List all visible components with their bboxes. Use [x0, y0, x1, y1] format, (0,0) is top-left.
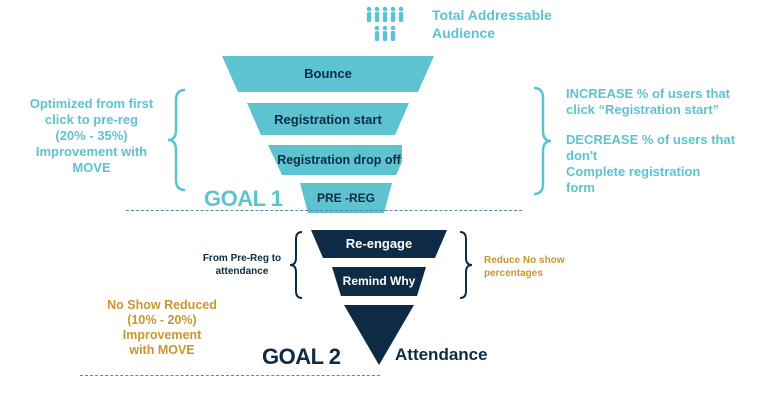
left-note-line: click to pre-reg: [44, 112, 139, 127]
mid-left-note: From Pre-Reg to attendance: [196, 252, 288, 278]
right-note: INCREASE % of users that click “Registra…: [566, 86, 756, 196]
funnel-stage-pre-reg: PRE -REG: [300, 183, 392, 213]
mid-right-note-line: percentages: [484, 268, 543, 279]
funnel-stage-registration-start: Registration start: [247, 103, 409, 135]
funnel-stage-remind-why: Remind Why: [332, 267, 426, 296]
funnel-stage-re-engage: Re-engage: [311, 230, 447, 258]
mid-left-note-line: attendance: [215, 266, 269, 277]
bottom-left-note-line: No Show Reduced: [107, 298, 217, 312]
right-note-line: INCREASE % of users that: [566, 86, 730, 101]
funnel-stage-label: Registration start: [274, 112, 382, 127]
mid-right-brace: [458, 230, 474, 300]
funnel-stage-label: Bounce: [304, 66, 352, 81]
left-brace: [165, 88, 187, 192]
bottom-left-note-line: (10% - 20%): [127, 313, 197, 327]
right-brace: [532, 86, 554, 196]
audience-title: Total Addressable Audience: [432, 6, 552, 42]
audience-title-line1: Total Addressable: [432, 7, 552, 23]
goal-1-label: GOAL 1: [204, 186, 283, 211]
funnel-tip-attendance: [344, 305, 414, 365]
funnel-stage-bounce: Bounce: [222, 56, 434, 92]
right-note-line: form: [566, 180, 595, 195]
people-group-icon: [365, 6, 407, 44]
divider-goal-2: [80, 375, 380, 376]
right-note-line: Complete registration: [566, 164, 701, 179]
left-note-line: MOVE: [72, 160, 111, 175]
funnel-stage-label: Registration drop off: [277, 153, 401, 167]
mid-left-brace: [288, 230, 304, 300]
funnel-stage-registration-drop-off: Registration drop off: [268, 145, 406, 175]
attendance-label: Attendance: [395, 345, 488, 364]
mid-left-note-line: From Pre-Reg to: [202, 253, 282, 264]
mid-right-note: Reduce No show percentages: [484, 254, 594, 280]
bottom-left-note: No Show Reduced (10% - 20%) Improvement …: [74, 298, 250, 358]
bottom-left-note-line: Improvement: [122, 328, 202, 342]
left-note-line: Optimized from first: [29, 96, 154, 111]
audience-title-line2: Audience: [432, 25, 496, 41]
goal-2-label: GOAL 2: [262, 344, 341, 369]
left-note: Optimized from first click to pre-reg (2…: [14, 96, 169, 176]
right-note-line: don't: [566, 148, 598, 163]
divider-goal-1: [126, 210, 522, 211]
funnel-stage-label: Re-engage: [345, 236, 413, 251]
right-note-line: DECREASE % of users that: [566, 132, 736, 147]
funnel-stage-label: Remind Why: [342, 274, 416, 288]
left-note-line: (20% - 35%): [55, 128, 128, 143]
funnel-stage-label: PRE -REG: [316, 191, 375, 205]
mid-right-note-line: Reduce No show: [484, 255, 565, 266]
right-note-line: click “Registration start”: [566, 102, 720, 117]
bottom-left-note-line: with MOVE: [129, 343, 195, 357]
left-note-line: Improvement with: [35, 144, 148, 159]
